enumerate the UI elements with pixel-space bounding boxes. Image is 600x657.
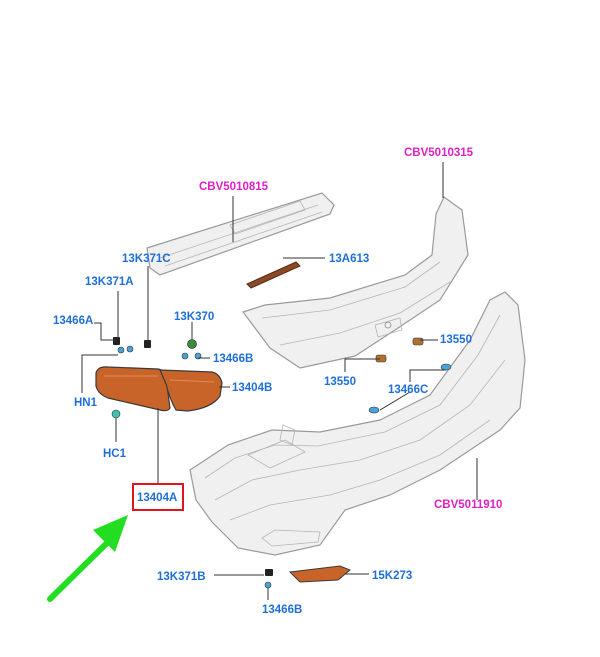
label-13404a: 13404A — [137, 492, 177, 504]
label-hn1: HN1 — [74, 397, 98, 409]
leader-lines — [81, 162, 478, 600]
green-arrow-icon — [47, 515, 128, 602]
label-13k371b: 13K371B — [157, 571, 206, 583]
label-cbv5010315: CBV5010315 — [404, 147, 474, 159]
label-13466c: 13466C — [388, 384, 428, 396]
label-13550-right: 13550 — [440, 334, 472, 346]
label-15k273: 15K273 — [372, 570, 412, 582]
lower-bumper-cover — [189, 291, 526, 556]
tail-lamp-outer — [95, 366, 171, 412]
label-13550-left: 13550 — [324, 376, 356, 388]
label-13a613: 13A613 — [329, 253, 369, 265]
label-cbv5010815: CBV5010815 — [199, 181, 269, 193]
label-13k370: 13K370 — [174, 311, 214, 323]
highlight-box — [132, 483, 184, 511]
upper-fascia — [242, 196, 469, 369]
label-hc1: HC1 — [103, 448, 127, 460]
label-13466b-top: 13466B — [213, 353, 253, 365]
license-bracket — [246, 261, 301, 289]
label-13466b-bottom: 13466B — [262, 604, 302, 616]
label-cbv5011910: CBV5011910 — [434, 499, 502, 511]
label-13k371a: 13K371A — [85, 276, 134, 288]
label-13k371c: 13K371C — [122, 253, 171, 265]
label-13404b: 13404B — [232, 382, 272, 394]
tail-lamp-inner — [159, 369, 223, 412]
upper-trim-panel — [146, 192, 335, 276]
label-13466a: 13466A — [53, 315, 93, 327]
